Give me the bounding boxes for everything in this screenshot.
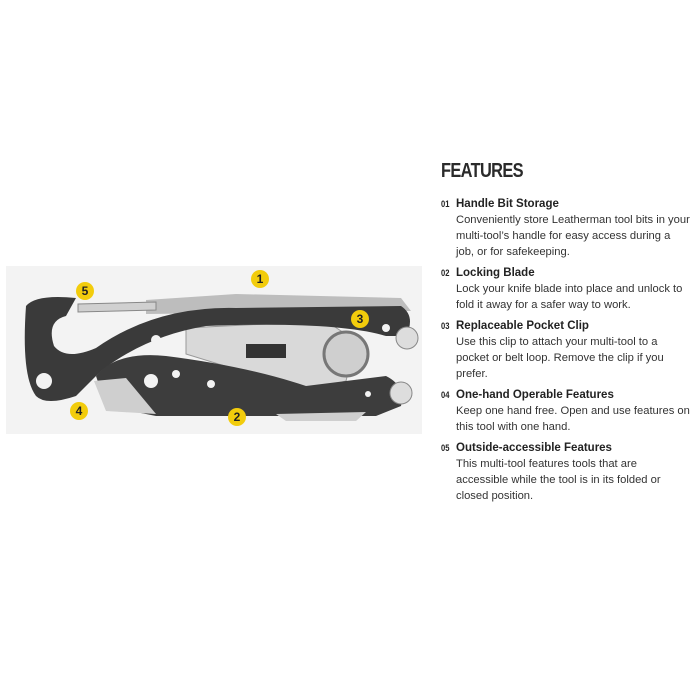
- feature-number: 02: [441, 268, 450, 279]
- handle-hole: [151, 335, 161, 345]
- feature-description: Keep one hand free. Open and use feature…: [456, 405, 690, 433]
- handle-hole: [36, 373, 52, 389]
- screw-top: [395, 326, 419, 350]
- marker-2: 2: [228, 408, 246, 426]
- feature-number: 05: [441, 443, 450, 454]
- wire-cutter: [246, 344, 286, 358]
- feature-item: 05 Outside-accessible Features This mult…: [441, 441, 691, 504]
- handle-hole: [382, 324, 390, 332]
- feature-item: 01 Handle Bit Storage Conveniently store…: [441, 197, 691, 260]
- pivot: [322, 330, 370, 378]
- blade-edge: [276, 412, 366, 421]
- feature-title: One-hand Operable Features: [456, 389, 614, 401]
- feature-item: 02 Locking Blade Lock your knife blade i…: [441, 266, 691, 313]
- multitool-product-image: 1 2 3 4 5: [6, 266, 422, 434]
- features-section: FEATURES 01 Handle Bit Storage Convenien…: [441, 160, 691, 510]
- feature-description: This multi-tool features tools that are …: [456, 458, 661, 502]
- feature-description: Use this clip to attach your multi-tool …: [456, 336, 664, 380]
- features-title: FEATURES: [441, 160, 524, 182]
- marker-3: 3: [351, 310, 369, 328]
- marker-5: 5: [76, 282, 94, 300]
- screw-bottom: [389, 381, 413, 405]
- feature-number: 01: [441, 199, 450, 210]
- feature-number: 04: [441, 390, 450, 401]
- feature-item: 04 One-hand Operable Features Keep one h…: [441, 388, 691, 435]
- marker-4: 4: [70, 402, 88, 420]
- handle-hole: [365, 391, 371, 397]
- multitool-illustration: [24, 294, 419, 421]
- handle-hole: [172, 370, 180, 378]
- feature-item: 03 Replaceable Pocket Clip Use this clip…: [441, 319, 691, 382]
- pocket-clip: [77, 301, 157, 313]
- knife-blade: [94, 378, 156, 414]
- feature-description: Conveniently store Leatherman tool bits …: [456, 214, 690, 258]
- feature-title: Replaceable Pocket Clip: [456, 320, 589, 332]
- upper-handle: [24, 297, 410, 401]
- feature-title: Outside-accessible Features: [456, 442, 612, 454]
- feature-number: 03: [441, 321, 450, 332]
- handle-hole: [144, 374, 158, 388]
- feature-title: Locking Blade: [456, 267, 535, 279]
- feature-title: Handle Bit Storage: [456, 198, 559, 210]
- handle-hole: [207, 380, 215, 388]
- feature-description: Lock your knife blade into place and unl…: [456, 283, 683, 311]
- lower-handle: [96, 355, 402, 416]
- marker-1: 1: [251, 270, 269, 288]
